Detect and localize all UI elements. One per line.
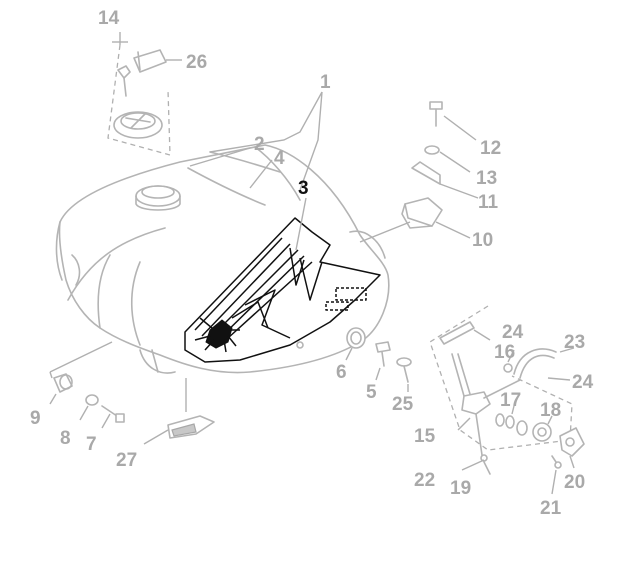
- callout-1: 1: [320, 72, 331, 93]
- callout-18: 18: [540, 400, 561, 421]
- callout-26: 26: [186, 52, 207, 73]
- callout-25: 25: [392, 394, 414, 415]
- callout-14: 14: [98, 8, 120, 29]
- callout-5: 5: [366, 382, 377, 403]
- center-small-parts: [345, 327, 412, 392]
- fuel-petcock-assembly: [429, 305, 585, 495]
- callout-13: 13: [476, 168, 497, 189]
- callout-23: 23: [564, 332, 585, 353]
- mounting-hardware: [359, 101, 479, 243]
- callout-24-lower: 24: [572, 372, 594, 393]
- callout-8: 8: [60, 428, 71, 449]
- callout-labels: 14 26 1 2 4 3 12 13 11 10 9 8 7 27 6 5 2…: [30, 8, 594, 519]
- callout-2: 2: [254, 134, 265, 155]
- callout-22: 22: [414, 470, 435, 491]
- callout-19: 19: [450, 478, 471, 499]
- callout-12: 12: [480, 138, 501, 159]
- callout-21: 21: [540, 498, 562, 519]
- callout-20: 20: [564, 472, 585, 493]
- tank-decal: [184, 217, 381, 363]
- callout-16: 16: [494, 342, 515, 363]
- callout-6: 6: [336, 362, 347, 383]
- callout-7: 7: [86, 434, 97, 455]
- tank-leaders: [189, 91, 323, 251]
- fuel-cap-assembly: [107, 32, 182, 156]
- callout-9: 9: [30, 408, 41, 429]
- callout-11: 11: [478, 192, 499, 213]
- callout-10: 10: [472, 230, 493, 251]
- fuel-tank: [55, 144, 390, 374]
- left-small-parts: [49, 341, 215, 445]
- callout-4: 4: [274, 148, 285, 169]
- callout-17: 17: [500, 390, 521, 411]
- callout-24-upper: 24: [502, 322, 524, 343]
- callout-3: 3: [298, 178, 309, 199]
- callout-15: 15: [414, 426, 436, 447]
- callout-27: 27: [116, 450, 137, 471]
